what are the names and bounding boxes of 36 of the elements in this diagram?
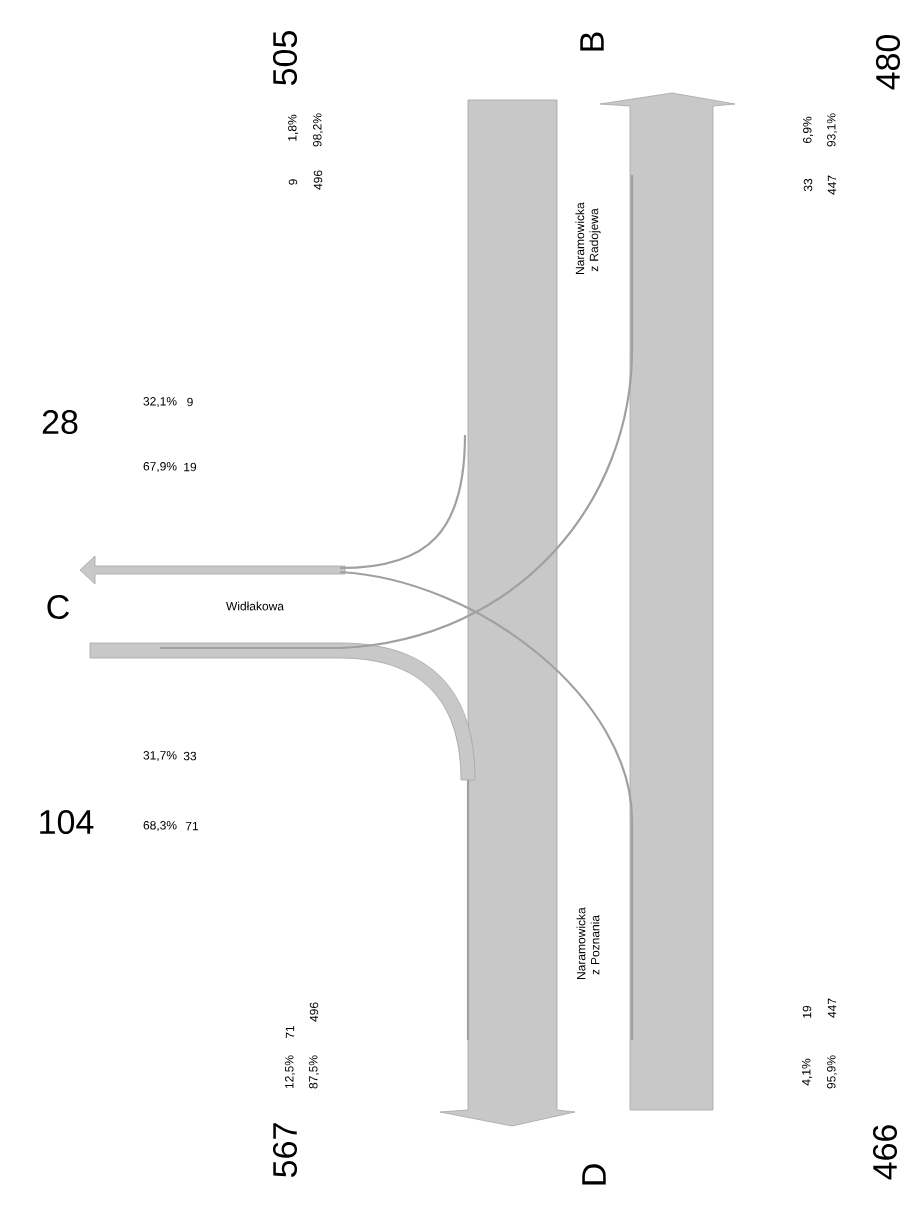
share-percent: 6,9% <box>803 116 813 144</box>
share-percent: 12,5% <box>285 1055 295 1089</box>
flow-count: 447 <box>827 998 837 1018</box>
share-percent: 1,8% <box>288 114 298 141</box>
share-percent: 98,2% <box>313 113 323 147</box>
direction-letter: B <box>580 32 604 51</box>
street-name: Widłakowa <box>226 601 284 611</box>
share-percent: 95,9% <box>827 1055 837 1089</box>
share-percent: 68,3% <box>143 821 177 831</box>
share-percent: 32,1% <box>143 397 177 407</box>
flow-count: 33 <box>183 751 197 761</box>
flow-count: 496 <box>313 170 323 190</box>
total-count: 28 <box>42 409 78 435</box>
direction-letter: D <box>582 1164 606 1185</box>
share-percent: 87,5% <box>309 1055 319 1089</box>
street-name: Naramowicka z Poznania <box>576 907 600 979</box>
flow-count: 447 <box>827 175 837 195</box>
share-percent: 67,9% <box>143 462 177 472</box>
total-count: 466 <box>872 1125 898 1180</box>
flow-count: 71 <box>285 1025 295 1039</box>
flow-count: 9 <box>288 179 298 185</box>
total-count: 480 <box>875 35 901 90</box>
total-count: 505 <box>272 31 298 85</box>
total-count: 104 <box>40 809 94 835</box>
share-percent: 31,7% <box>143 751 177 761</box>
flow-count: 33 <box>803 178 813 192</box>
share-percent: 93,1% <box>827 113 837 147</box>
total-count: 567 <box>272 1123 298 1177</box>
flow-count: 9 <box>187 397 193 407</box>
flow-count: 496 <box>309 1002 319 1022</box>
direction-letter: C <box>47 594 69 620</box>
flow-count: 71 <box>185 821 199 831</box>
flow-count: 19 <box>184 462 197 472</box>
street-name: Naramowicka z Radojewa <box>575 202 601 274</box>
share-percent: 4,1% <box>802 1058 812 1086</box>
flow-count: 19 <box>802 1005 812 1018</box>
